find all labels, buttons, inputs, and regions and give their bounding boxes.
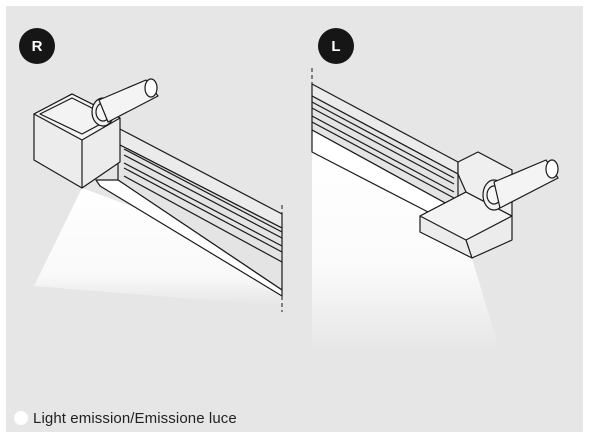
right-variant-badge: R [19,28,55,64]
left-variant-drawing [311,68,559,352]
left-light-emission [312,130,500,352]
left-cable-gland [493,159,559,209]
legend: Light emission/Emissione luce [14,408,237,428]
light-emission-swatch [14,411,28,425]
right-light-emission [34,188,282,306]
left-variant-badge: L [318,28,354,64]
right-variant-drawing [33,78,283,312]
right-cable-gland [98,79,159,123]
legend-label: Light emission/Emissione luce [33,409,237,427]
